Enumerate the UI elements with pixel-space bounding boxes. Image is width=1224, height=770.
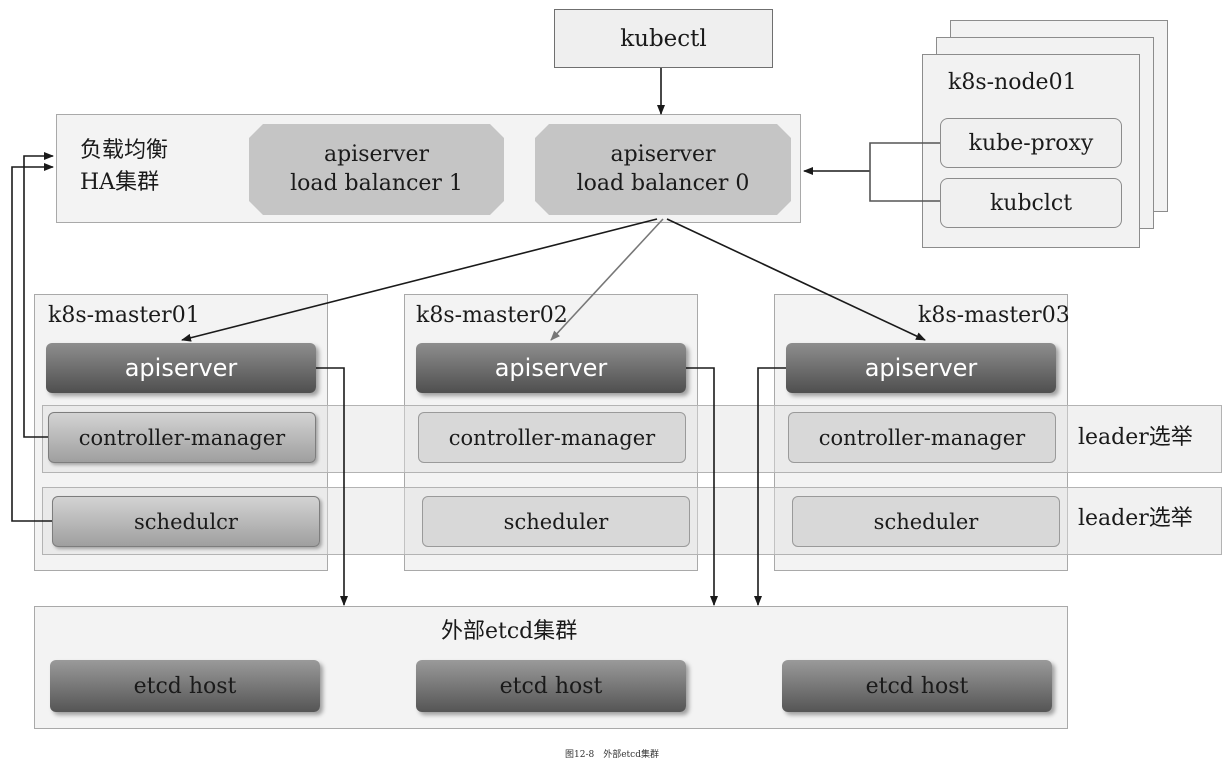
master01-controller-manager-box: controller-manager [48,412,316,463]
kubelet-label: kubclct [989,190,1073,216]
master02-scheduler-label: scheduler [503,509,609,534]
k8s-master01-title: k8s-master01 [48,303,200,328]
controller-manager-to-lb-arrow [23,152,54,438]
master01-controller-manager-label: controller-manager [78,425,286,450]
lb-cluster-title-line2: HA集群 [80,170,160,195]
etcd-host-1-label: etcd host [133,673,237,699]
master01-scheduler-box: schedulcr [52,496,320,547]
kube-proxy-label: kube-proxy [968,130,1094,156]
kube-proxy-box: kube-proxy [940,118,1122,168]
scheduler-election-label: leader选举 [1078,506,1193,531]
kubectl-label: kubectl [620,25,707,52]
master01-apiserver-to-etcd-arrow [316,367,348,606]
master03-apiserver-box: apiserver [786,343,1056,393]
master03-controller-manager-box: controller-manager [788,412,1056,463]
etcd-cluster-title: 外部etcd集群 [441,619,578,644]
etcd-host-3-box: etcd host [782,660,1052,712]
master03-controller-manager-label: controller-manager [818,425,1026,450]
master03-scheduler-box: scheduler [792,496,1060,547]
master01-scheduler-label: schedulcr [134,509,238,534]
etcd-host-1-box: etcd host [50,660,320,712]
kubectl-box: kubectl [554,9,773,68]
master02-apiserver-to-etcd-arrow [686,367,718,606]
lb0-to-master03-arrow [666,218,926,341]
lb1-label-line2: load balancer 1 [290,170,463,196]
master03-apiserver-label: apiserver [864,354,978,382]
lb1-label-line1: apiserver [323,141,430,167]
master01-apiserver-box: apiserver [46,343,316,393]
master01-apiserver-label: apiserver [124,354,238,382]
apiserver-load-balancer-1: apiserver load balancer 1 [249,124,504,215]
kubelet-box: kubclct [940,178,1122,228]
k8s-master03-title: k8s-master03 [918,303,1070,328]
master02-controller-manager-label: controller-manager [448,425,656,450]
etcd-host-2-box: etcd host [416,660,686,712]
etcd-host-3-label: etcd host [865,673,969,699]
node-bracket-line [869,142,940,202]
apiserver-load-balancer-0: apiserver load balancer 0 [535,124,791,215]
master03-scheduler-label: scheduler [873,509,979,534]
lb0-to-master01-arrow [181,218,658,342]
lb0-to-master02-arrow [550,218,664,341]
master02-apiserver-label: apiserver [494,354,608,382]
lb0-label-line2: load balancer 0 [576,170,750,196]
master02-controller-manager-box: controller-manager [418,412,686,463]
lb0-label-line1: apiserver [610,141,716,167]
master02-scheduler-box: scheduler [422,496,690,547]
k8s-node01-title: k8s-node01 [948,70,1077,95]
figure-caption: 图12-8 外部etcd集群 [565,750,659,760]
k8s-master02-title: k8s-master02 [416,303,568,328]
lb-cluster-title-line1: 负载均衡 [80,138,169,163]
master03-apiserver-to-etcd-arrow [754,367,788,606]
controller-manager-election-label: leader选举 [1078,425,1193,450]
master02-apiserver-box: apiserver [416,343,686,393]
etcd-host-2-label: etcd host [499,673,603,699]
scheduler-to-lb-arrow [11,163,54,522]
